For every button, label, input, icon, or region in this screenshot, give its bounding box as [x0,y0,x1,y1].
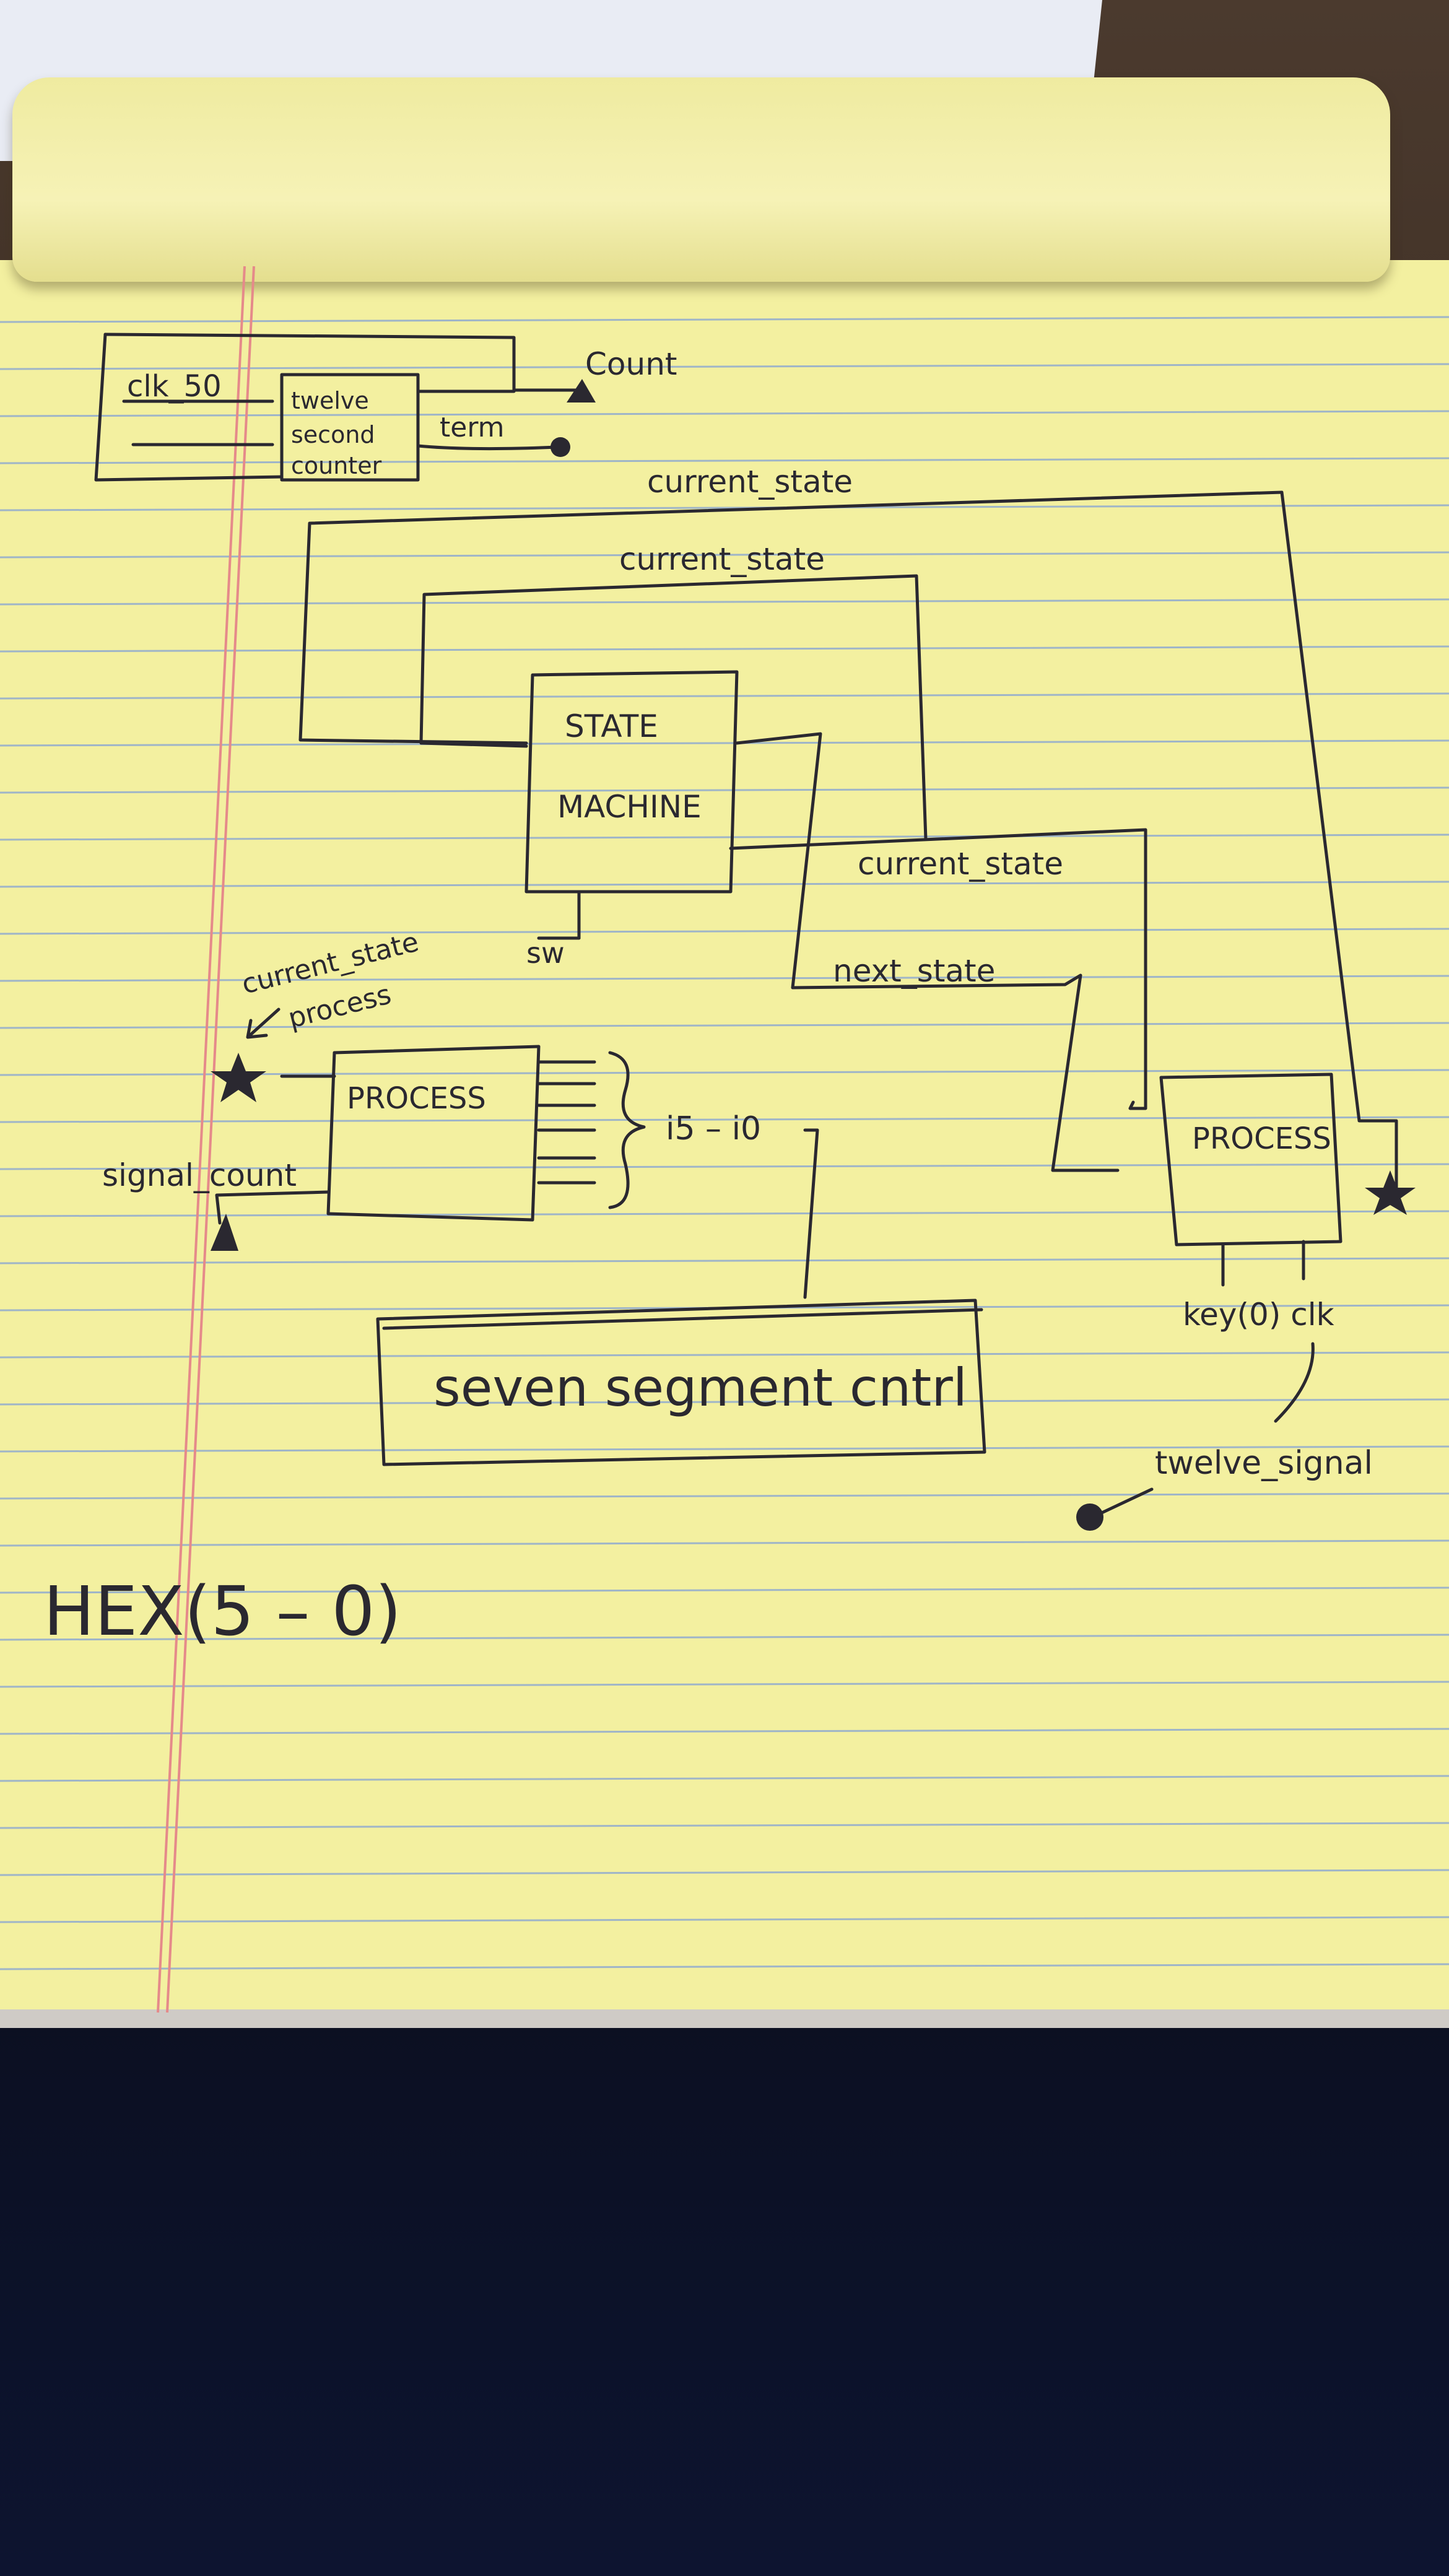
ruled-line [0,1492,1449,1500]
state-machine-title-line-1: STATE [565,708,658,744]
ruled-line [0,1539,1449,1547]
legal-pad-fold [12,77,1390,282]
twelve-second-counter-block: clk_50 twelve second counter Count term [94,333,677,482]
ruled-line [0,1351,1449,1359]
current-state-outer-label: current_state [647,464,853,500]
legal-pad-edge [0,2009,1449,2028]
ruled-line [0,1163,1449,1170]
term-label: term [440,412,505,443]
ruled-line [0,975,1449,982]
count-triangle-marker [567,379,596,402]
ruled-line [0,1398,1449,1406]
next-state-wire: next_state [735,732,1120,1172]
ruled-line [0,1775,1449,1782]
ruled-line [0,410,1449,417]
ruled-line [0,739,1449,747]
left-process-box [326,1045,541,1222]
right-process-inputs-label: key(0) clk [1183,1297,1334,1333]
ruled-line [0,833,1449,841]
current-state-process-note-line-1: current_state [238,926,422,1001]
signal-count-triangle-marker [211,1214,238,1251]
state-machine-block: STATE MACHINE sw [524,670,739,970]
counter-name-line-2: second [291,421,375,448]
ruled-line [0,457,1449,464]
ruled-line [0,692,1449,700]
term-dot-marker [550,437,570,457]
signal-count-label: signal_count [102,1157,297,1193]
counter-name-line-1: twelve [291,387,369,414]
margin-lines [157,266,255,2013]
next-state-label: next_state [833,953,995,989]
right-star-marker [1365,1170,1416,1215]
current-state-right-label: current_state [858,846,1063,882]
ruled-line [0,881,1449,888]
right-process-block: PROCESS key(0) clk twelve_signal [1076,1073,1416,1531]
ruled-line [0,316,1449,323]
ruled-line [0,1822,1449,1829]
clk-50-label: clk_50 [127,369,222,404]
ruled-line [0,363,1449,370]
current-state-outer-wire: current_state [298,464,1398,1197]
sw-label: sw [526,936,565,970]
hex-output-label: HEX(5 – 0) [43,1572,401,1651]
ruled-line [0,928,1449,935]
counter-box [280,373,420,482]
twelve-signal-label: twelve_signal [1155,1445,1373,1482]
ruled-line [0,1634,1449,1641]
ruled-line [0,645,1449,653]
current-state-right-wire: current_state [729,828,1147,1110]
seven-segment-box [376,1299,986,1466]
ruled-line [0,598,1449,606]
ruled-line [0,1257,1449,1264]
ruled-line [0,1869,1449,1876]
output-brace [608,1051,646,1209]
ruled-line [0,1022,1449,1029]
ruled-line [0,1445,1449,1453]
ruled-lines [0,316,1449,1970]
ruled-line [0,1916,1449,1923]
left-process-output-lines [537,1060,596,1185]
ruled-line [0,1963,1449,1970]
ruled-line [0,551,1449,559]
seven-segment-block: seven segment cntrl [376,1299,986,1466]
left-star-marker [211,1053,266,1102]
right-process-box [1159,1073,1342,1247]
current-state-inner-wire: current_state [419,541,928,841]
left-process-label: PROCESS [347,1081,486,1116]
ruled-line [0,1116,1449,1123]
count-label: Count [585,346,677,382]
ruled-line [0,1728,1449,1735]
state-machine-title-line-2: MACHINE [557,789,702,825]
ruled-line [0,1681,1449,1688]
state-machine-box [524,670,739,894]
counter-name-line-3: counter [291,452,382,479]
ruled-line [0,1210,1449,1217]
seven-segment-label: seven segment cntrl [433,1357,967,1418]
ruled-line [0,1586,1449,1594]
outputs-label: i5 – i0 [666,1110,761,1147]
right-process-label: PROCESS [1192,1121,1331,1156]
ruled-line [0,786,1449,794]
twelve-signal-dot-marker [1076,1503,1103,1531]
current-state-inner-label: current_state [619,541,825,577]
